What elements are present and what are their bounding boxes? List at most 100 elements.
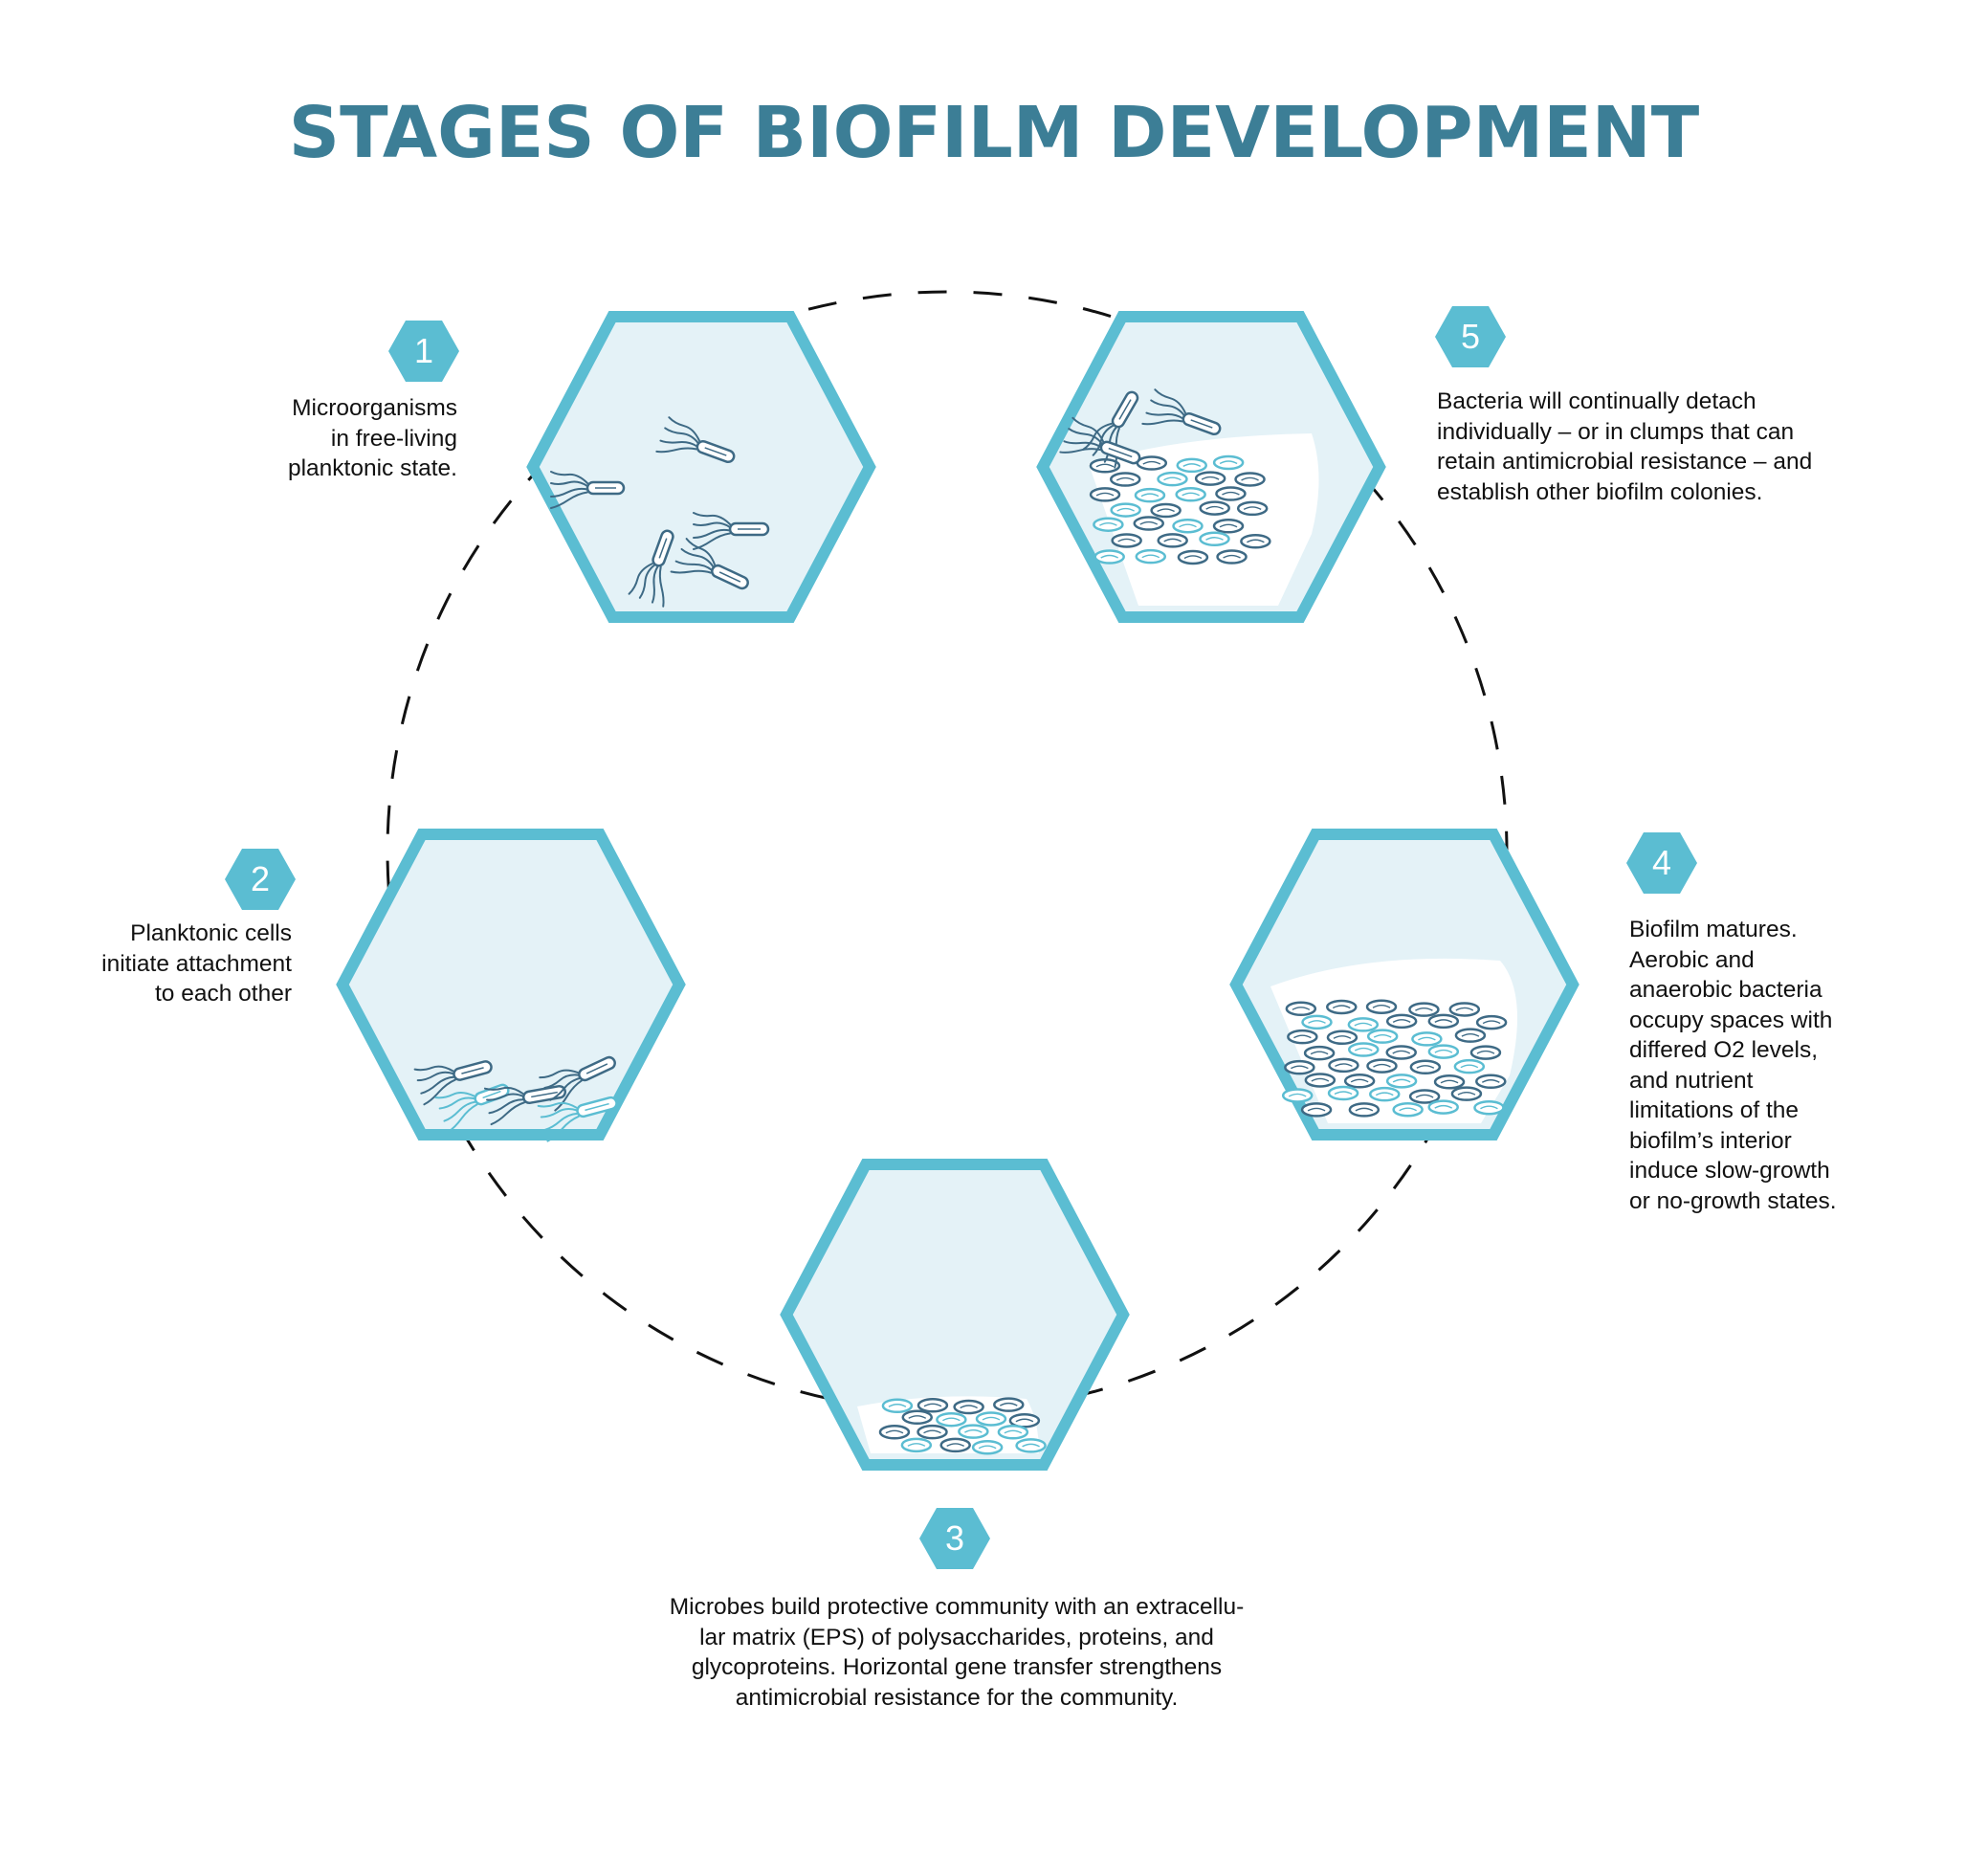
- stage-3-number: 3: [944, 1518, 965, 1558]
- biofilm-cell: [917, 1398, 949, 1413]
- bacterium-cell: [655, 416, 736, 464]
- biofilm-cell: [1385, 1074, 1418, 1089]
- biofilm-cell: [1133, 516, 1164, 531]
- stage-2-description: Planktonic cells initiate attachment to …: [101, 920, 292, 1007]
- stage-5-number: 5: [1460, 317, 1481, 356]
- biofilm-cell: [1281, 1088, 1314, 1103]
- biofilm-cell: [1110, 472, 1141, 487]
- biofilm-cell: [917, 1424, 948, 1440]
- biofilm-cell: [1475, 1074, 1507, 1090]
- biofilm-cell: [1433, 1074, 1466, 1090]
- biofilm-cell: [1408, 1002, 1440, 1017]
- bacterium-cell: [550, 471, 626, 509]
- biofilm-cell: [1326, 1030, 1358, 1046]
- biofilm-cell: [1328, 1057, 1359, 1074]
- biofilm-cell: [901, 1409, 934, 1426]
- biofilm-cell: [1327, 1085, 1359, 1101]
- stage-2-number: 2: [250, 859, 271, 898]
- biofilm-cell: [1300, 1102, 1333, 1118]
- stage-2-hexagon: [336, 829, 686, 1142]
- stage-1-badge: 1: [388, 321, 459, 382]
- biofilm-cell: [1347, 1017, 1380, 1032]
- bacterium-cell: [413, 1060, 493, 1106]
- bacterium-cell: [670, 538, 749, 590]
- biofilm-cell: [878, 1425, 911, 1440]
- biofilm-cell: [1408, 1089, 1441, 1104]
- biofilm-cell: [1194, 471, 1226, 486]
- biofilm-cell: [953, 1399, 984, 1415]
- biofilm-cell: [900, 1437, 933, 1453]
- biofilm-cell: [1134, 487, 1166, 503]
- biofilm-cell: [1365, 999, 1398, 1014]
- biofilm-cell: [1366, 1029, 1399, 1044]
- biofilm-cell: [1212, 454, 1245, 471]
- page-title: STAGES OF BIOFILM DEVELOPMENT: [288, 92, 1700, 174]
- biofilm-cell: [1473, 1099, 1505, 1116]
- biofilm-cell: [881, 1398, 914, 1413]
- biofilm-cell: [1450, 1086, 1483, 1101]
- biofilm-cell: [1240, 533, 1271, 549]
- biofilm-cell: [1135, 548, 1167, 565]
- stage-1-number: 1: [413, 331, 434, 370]
- biofilm-cell: [1199, 531, 1230, 547]
- biofilm-cell: [1385, 1045, 1417, 1060]
- biofilm-cell: [1150, 502, 1182, 519]
- bacterium-cell: [537, 1096, 618, 1142]
- stage-3-hexagon: [780, 1159, 1130, 1471]
- biofilm-cell: [1348, 1102, 1381, 1118]
- biofilm-cell: [936, 1411, 967, 1428]
- biofilm-cell: [1093, 549, 1125, 565]
- biofilm-cell: [1284, 1059, 1315, 1075]
- stage-3-description: Microbes build protective community with…: [669, 1594, 1245, 1711]
- biofilm-cell: [1172, 518, 1204, 534]
- biofilm-cell: [1475, 1014, 1508, 1030]
- biofilm-cell: [1089, 458, 1121, 474]
- biofilm-cell: [1385, 1013, 1418, 1030]
- biofilm-cell: [1448, 1002, 1481, 1017]
- biofilm-cell: [1157, 471, 1188, 487]
- biofilm-cell: [1111, 533, 1142, 548]
- biofilm-cell: [1177, 549, 1209, 565]
- biofilm-cell: [1366, 1058, 1398, 1074]
- biofilm-cell: [997, 1425, 1029, 1440]
- stage-5-badge: 5: [1435, 306, 1506, 367]
- biofilm-cell: [1015, 1438, 1047, 1453]
- biofilm-cell: [1093, 517, 1124, 532]
- biofilm-cell: [939, 1437, 971, 1453]
- biofilm-cell: [1453, 1058, 1486, 1074]
- biofilm-cell: [1236, 500, 1269, 517]
- biofilm-cell: [1304, 1073, 1336, 1088]
- biofilm-cell: [1326, 999, 1358, 1015]
- biofilm-cell: [1157, 533, 1188, 548]
- biofilm-cell: [1008, 1413, 1041, 1428]
- stage-4-hexagon: [1229, 829, 1579, 1140]
- biofilm-cell: [1427, 1044, 1460, 1059]
- biofilm-cell: [1199, 500, 1230, 516]
- bacterium-cell: [1141, 388, 1222, 436]
- biofilm-cell: [1427, 1013, 1460, 1030]
- stage-5-hexagon: [1036, 311, 1386, 623]
- biofilm-cell: [1110, 502, 1141, 518]
- stage-4-number: 4: [1651, 843, 1672, 882]
- biofilm-cell: [1392, 1101, 1424, 1118]
- stage-1-hexagon: [526, 311, 876, 623]
- stage-1-description: Microorganisms in free-living planktonic…: [287, 395, 457, 481]
- stage-4-description: Biofilm matures. Aerobic and anaerobic b…: [1629, 917, 1837, 1214]
- bacterium-cell: [483, 1084, 567, 1126]
- biofilm-cell: [1303, 1045, 1336, 1061]
- biofilm-cell: [1215, 486, 1247, 501]
- biofilm-cell: [1454, 1028, 1487, 1043]
- biofilm-cell: [1285, 1001, 1317, 1017]
- biofilm-cell: [1089, 487, 1121, 502]
- bacterium-cell: [539, 1055, 616, 1112]
- stage-4-badge: 4: [1626, 832, 1697, 894]
- stage-5-description: Bacteria will continually detach individ…: [1437, 388, 1813, 505]
- biofilm-cell: [1411, 1031, 1443, 1047]
- biofilm-cell: [958, 1424, 989, 1439]
- biofilm-cell: [1348, 1042, 1380, 1057]
- biofilm-cell: [1216, 549, 1248, 565]
- biofilm-cell: [1301, 1014, 1333, 1030]
- biofilm-cell: [1136, 455, 1168, 471]
- bacterium-cell: [693, 512, 770, 550]
